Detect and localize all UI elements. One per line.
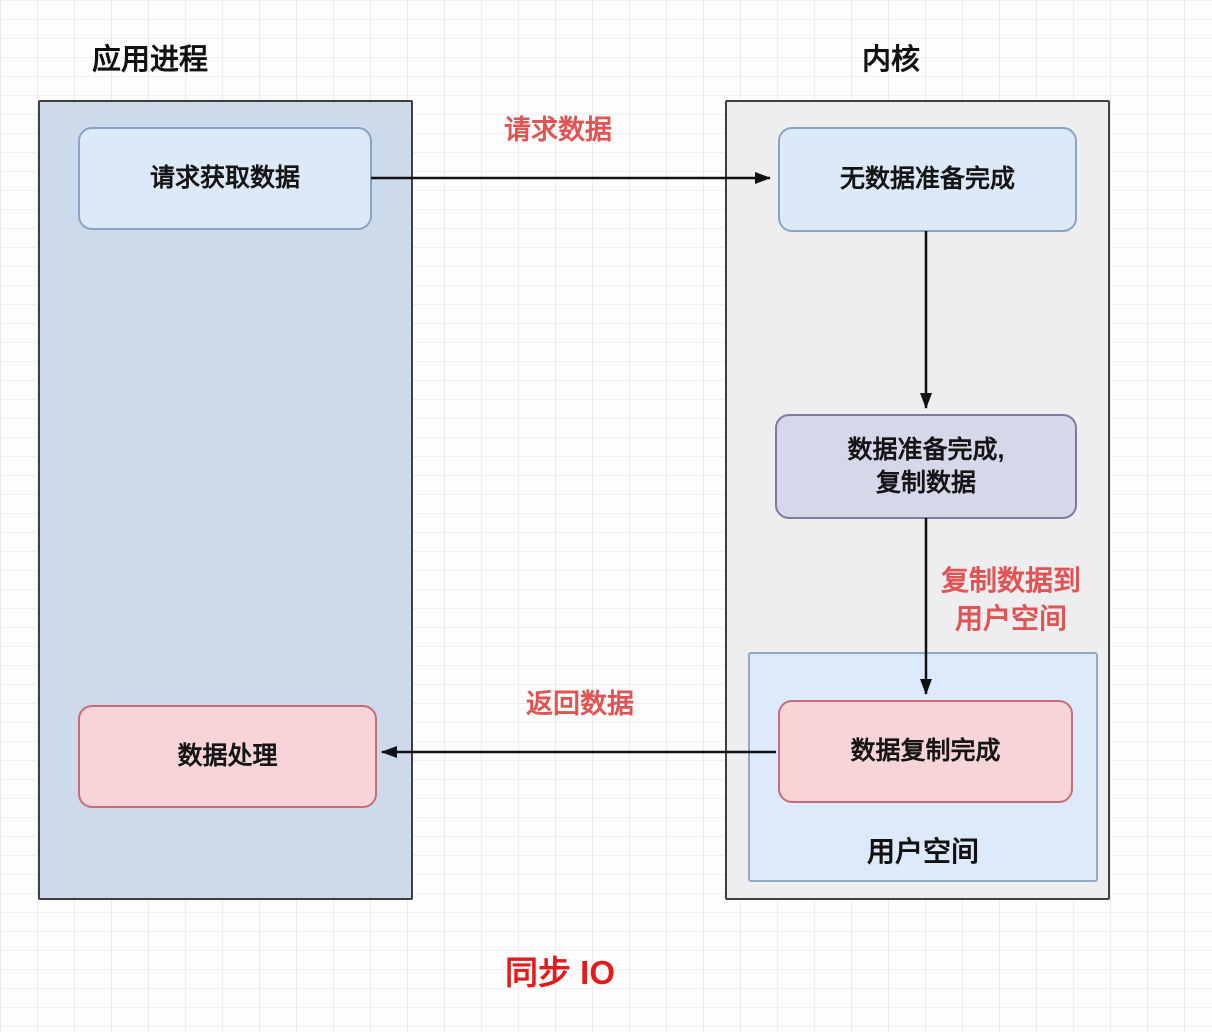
node-data-ready-line1: 数据准备完成,	[847, 436, 1005, 464]
node-request-fetch-data-label: 请求获取数据	[149, 164, 300, 193]
node-data-copy-done-label: 数据复制完成	[850, 737, 1001, 766]
kernel-title: 内核	[862, 44, 921, 76]
arrow-label-request-data: 请求数据	[504, 115, 612, 145]
arrow-label-return-data: 返回数据	[526, 689, 634, 719]
node-data-copy-done: 数据复制完成	[778, 700, 1073, 803]
app-process-title: 应用进程	[92, 44, 209, 76]
node-data-processing-label: 数据处理	[177, 742, 278, 771]
arrow-label-copy-line2: 用户空间	[954, 602, 1067, 634]
node-data-processing: 数据处理	[78, 705, 377, 808]
arrow-label-copy-to-user-space: 复制数据到 用户空间	[912, 562, 1110, 638]
node-data-ready-copy: 数据准备完成, 复制数据	[775, 414, 1077, 519]
arrow-label-copy-line1: 复制数据到	[940, 565, 1081, 596]
node-no-data-ready: 无数据准备完成	[778, 127, 1077, 232]
node-request-fetch-data: 请求获取数据	[78, 127, 372, 230]
node-data-ready-line2: 复制数据	[875, 468, 976, 497]
sync-io-title: 同步 IO	[504, 954, 615, 991]
node-no-data-ready-label: 无数据准备完成	[839, 165, 1015, 194]
user-space-label: 用户空间	[866, 836, 979, 867]
